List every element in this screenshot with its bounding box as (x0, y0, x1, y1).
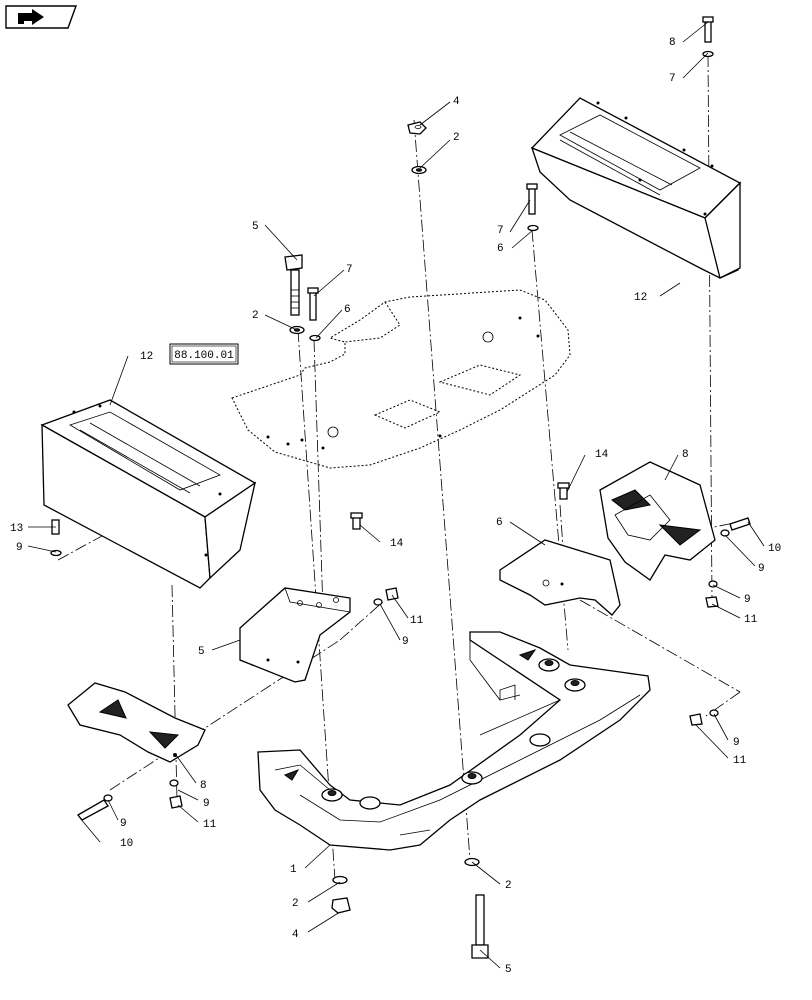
callout-9-bolt-left[interactable]: 9 (120, 818, 127, 830)
mount-bracket-left[interactable] (67, 682, 206, 763)
callout-14-left[interactable]: 14 (390, 538, 404, 550)
callout-7-top-right[interactable]: 8 (669, 37, 676, 49)
hardware-fasteners (50, 16, 751, 959)
callout-2-top[interactable]: 2 (453, 132, 460, 144)
callout-4-top[interactable]: 4 (453, 96, 460, 108)
callout-9-lower-right[interactable]: 9 (733, 737, 740, 749)
reference-label: 88.100.01 (174, 350, 234, 362)
callout-7-upper-left[interactable]: 7 (346, 264, 353, 276)
callout-1[interactable]: 1 (290, 864, 297, 876)
callout-2-upper-left[interactable]: 2 (252, 310, 259, 322)
bracket-right[interactable] (499, 539, 621, 616)
callout-11-lower-left[interactable]: 11 (203, 819, 217, 831)
callout-11-mid[interactable]: 11 (410, 615, 424, 627)
counterweight-frame[interactable] (257, 631, 651, 851)
callout-10-right[interactable]: 10 (768, 543, 781, 555)
callout-11-right[interactable]: 11 (744, 614, 758, 626)
callout-9-far-right[interactable]: 9 (758, 563, 765, 575)
callout-9-mid[interactable]: 9 (402, 636, 409, 648)
callout-8-left[interactable]: 8 (200, 780, 207, 792)
callout-3-bottom[interactable]: 5 (505, 964, 512, 976)
counterweight-box-left[interactable] (40, 399, 257, 589)
callout-6-mid-right[interactable]: 6 (497, 243, 504, 255)
callout-labels: 5 2 7 6 4 2 7 6 8 7 12 12 13 9 14 14 6 5… (10, 37, 781, 976)
mount-bracket-right[interactable] (599, 461, 716, 581)
callout-2-bottom-left[interactable]: 2 (292, 898, 299, 910)
callout-12-left[interactable]: 12 (140, 351, 153, 363)
callout-4-bottom[interactable]: 4 (292, 929, 299, 941)
cab-platform-outline (231, 289, 571, 469)
callout-6-top-right[interactable]: 7 (669, 73, 676, 85)
navigation-arrow-icon[interactable] (5, 5, 77, 29)
callout-11-lower-right[interactable]: 11 (733, 755, 747, 767)
leader-lines (27, 21, 765, 969)
counterweight-box-right[interactable] (530, 97, 742, 279)
callout-9-right[interactable]: 9 (744, 594, 751, 606)
bracket-left[interactable] (239, 587, 351, 683)
callout-9-left[interactable]: 9 (16, 542, 23, 554)
callout-5-left[interactable]: 5 (198, 646, 205, 658)
callout-10-left[interactable]: 10 (120, 838, 133, 850)
callout-5-right[interactable]: 6 (496, 517, 503, 529)
callout-3-upper[interactable]: 5 (252, 221, 259, 233)
callout-7-mid-right[interactable]: 7 (497, 225, 504, 237)
callout-13[interactable]: 13 (10, 523, 23, 535)
callout-12-right[interactable]: 12 (634, 292, 647, 304)
callout-9-lower-left[interactable]: 9 (203, 798, 210, 810)
callout-14-right[interactable]: 14 (595, 449, 609, 461)
reference-box[interactable]: 88.100.01 (169, 343, 239, 365)
callout-2-bottom-right[interactable]: 2 (505, 880, 512, 892)
callout-8-right[interactable]: 8 (682, 449, 689, 461)
callout-6-upper-left[interactable]: 6 (344, 304, 351, 316)
